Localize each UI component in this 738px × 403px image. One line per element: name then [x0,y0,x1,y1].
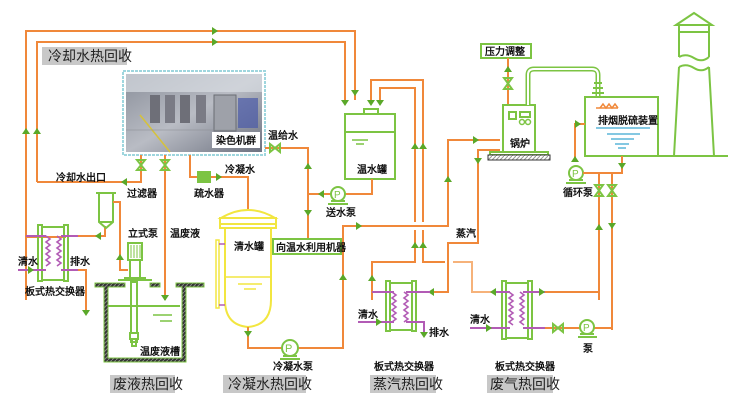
clean-water-right-label: 清水 [470,313,491,326]
plate-heat-exchanger-left [18,224,106,316]
valve-warm-supply [269,141,281,155]
steam-label: 蒸汽 [456,227,476,240]
valve-circ-2 [606,184,618,197]
drain-left-label: 排水 [70,255,91,268]
vertical-pump-label: 立式泵 [128,227,159,240]
condensate-pump-label: 冷凝水泵 [273,360,314,373]
valve-exhaust [552,321,564,335]
to-warm-users-label: 向温水利用机器 [276,241,347,254]
vertical-pump [118,242,152,347]
desulfurizer [584,96,728,157]
section-cooling-text: 冷却水热回收 [48,49,132,65]
valve-warm-waste[interactable] [158,155,172,300]
svg-text:P: P [334,190,341,201]
pressure-line [502,58,514,105]
clean-water-left-label: 清水 [18,255,39,268]
section-label-exhaust: 废气热回收 [487,375,560,393]
feed-pump-label: 送水泵 [325,206,357,219]
pump-label: 泵 [583,343,594,355]
steam-lines [342,136,500,300]
plate-hx-mid-label: 板式热交换器 [374,360,435,373]
drain-mid-label: 排水 [429,326,450,339]
clean-water-mid-label: 清水 [358,308,379,321]
trap-label: 疏水器 [194,187,225,200]
warm-water-tank [344,79,427,195]
section-label-steam: 蒸汽热回收 [370,375,443,393]
condensate-water-label: 冷凝水 [225,163,256,176]
filter [96,192,128,271]
section-label-cooling: 冷却水热回收 [42,47,132,65]
svg-text:P: P [583,323,590,334]
condensate-pump-line: P [244,232,347,360]
plate-heat-exchanger-right: P [470,230,613,340]
clean-tank-label: 清水罐 [234,240,264,253]
plate-hx-left-label: 板式热交换器 [25,285,86,298]
boiler-label: 锅炉 [510,137,530,150]
svg-text:P: P [285,343,292,355]
warm-supply-label: 温给水 [268,129,299,142]
warm-waste-tank [94,282,205,363]
filter-label: 过滤器 [127,187,158,200]
flow-arrows-cooling [22,27,359,186]
clean-water-tank [215,209,279,329]
valve-circ-1 [593,184,605,197]
section-label-waste-liquid: 废液热回收 [110,375,183,393]
section-steam-text: 蒸汽热回收 [373,377,443,393]
section-label-condensate: 冷凝水热回收 [223,375,312,393]
pressure-adjust-box: 压力调整 [480,43,532,59]
waste-tank-label: 温废液槽 [140,345,180,358]
section-waste-liquid-text: 废液热回收 [113,377,183,393]
svg-text:P: P [572,169,579,180]
chimney [672,11,716,157]
section-condensate-text: 冷凝水热回收 [228,377,312,393]
warm-waste-label: 温废液 [170,227,200,240]
plate-heat-exchanger-mid [358,280,430,338]
desulfurizer-label: 排烟脱硫装置 [598,114,658,127]
feed-pump: P [318,186,348,205]
valve-cooling-outlet[interactable] [134,155,148,182]
section-exhaust-text: 废气热回收 [490,377,560,393]
plate-hx-right-label: 板式热交换器 [495,360,556,373]
cooling-outlet-label: 冷却水出口 [56,171,106,184]
condensate-line [189,155,249,212]
warm-tank-label: 温水罐 [357,163,387,176]
valve-pressure [502,77,514,90]
circ-pump-label: 循环泵 [563,186,594,199]
to-warm-users-box: 向温水利用机器 [272,238,347,255]
boiler [487,104,551,161]
pressure-adjust-label: 压力调整 [485,45,525,58]
flue-duct [525,66,605,105]
dyeing-machines-photo: 染色机群 [122,70,266,156]
dyeing-machines-label: 染色机群 [215,134,256,147]
circulation-pump: P [566,120,626,330]
